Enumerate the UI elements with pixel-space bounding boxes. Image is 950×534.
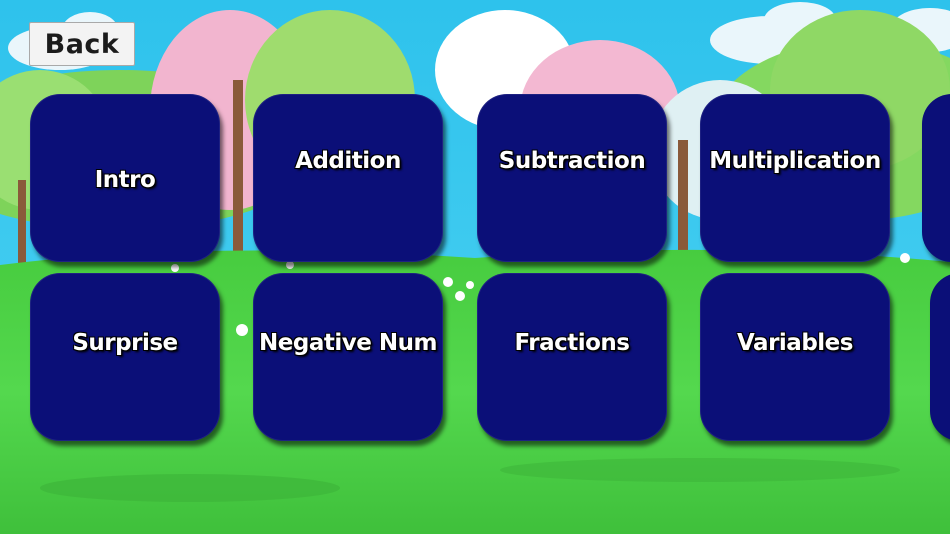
level-tile-offscreen[interactable]	[930, 273, 950, 441]
tile-label: Intro	[94, 167, 156, 193]
tile-label: Subtraction	[498, 148, 646, 174]
level-tile-variables[interactable]: Variables	[700, 273, 890, 441]
level-tile-multiplication[interactable]: Multiplication	[700, 94, 890, 262]
tile-label: Negative Num	[259, 330, 437, 356]
level-tile-intro[interactable]: Intro	[30, 94, 220, 262]
tile-label: Variables	[737, 330, 853, 356]
tile-label: Fractions	[514, 330, 630, 356]
tile-label: Surprise	[72, 330, 178, 356]
level-tile-offscreen[interactable]	[922, 94, 950, 262]
tile-label: Addition	[295, 148, 401, 174]
flowers	[171, 253, 910, 336]
back-button[interactable]: Back	[29, 22, 135, 66]
level-tile-surprise[interactable]: Surprise	[30, 273, 220, 441]
level-tile-negative-num[interactable]: Negative Num	[253, 273, 443, 441]
tile-label: Multiplication	[709, 148, 881, 174]
level-tile-subtraction[interactable]: Subtraction	[477, 94, 667, 262]
level-tile-fractions[interactable]: Fractions	[477, 273, 667, 441]
level-tile-addition[interactable]: Addition	[253, 94, 443, 262]
